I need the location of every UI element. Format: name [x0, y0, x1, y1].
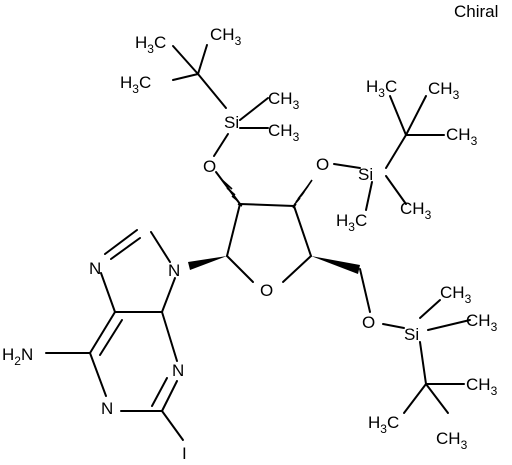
atom-o3: O: [316, 155, 329, 174]
atom-ch3-2: CH3: [268, 89, 300, 112]
atom-si-2: Si: [358, 165, 373, 184]
atom-o5: O: [362, 313, 375, 332]
atom-h3c-1: H3C: [135, 33, 166, 56]
atom-ch3-8: CH3: [466, 311, 498, 334]
bond-lines: [45, 44, 471, 441]
atom-ch3-4: CH3: [428, 79, 460, 102]
atom-iodine: I: [182, 444, 187, 463]
atom-labels: H3C CH3 H3C Si CH3 CH3 O O H3C CH3 CH3 S…: [2, 25, 498, 463]
atom-ch3-9: CH3: [466, 375, 498, 398]
atom-n9: N: [168, 261, 180, 280]
atom-h3c-2: H3C: [120, 73, 151, 96]
atom-o2: O: [203, 157, 216, 176]
atom-nh2: H2N: [2, 345, 33, 368]
chiral-label: Chiral: [454, 2, 498, 21]
atom-ch3-5: CH3: [446, 125, 478, 148]
atom-h3c-5: H3C: [368, 413, 399, 436]
atom-ch3-1: CH3: [210, 25, 242, 48]
atom-si-1: Si: [224, 113, 239, 132]
atom-ch3-3: CH3: [268, 121, 300, 144]
stereo-bonds: [188, 179, 360, 274]
atom-ch3-6: CH3: [400, 199, 432, 222]
atom-h3c-4: H3C: [336, 211, 367, 234]
atom-h3c-3: H3C: [366, 77, 397, 100]
atom-n1: N: [101, 399, 113, 418]
atom-o4-ring: O: [260, 281, 273, 300]
atom-si-3: Si: [404, 325, 419, 344]
atom-ch3-10: CH3: [436, 429, 468, 452]
atom-n3: N: [172, 361, 184, 380]
atom-ch3-7: CH3: [440, 283, 472, 306]
atom-n7: N: [89, 259, 101, 278]
